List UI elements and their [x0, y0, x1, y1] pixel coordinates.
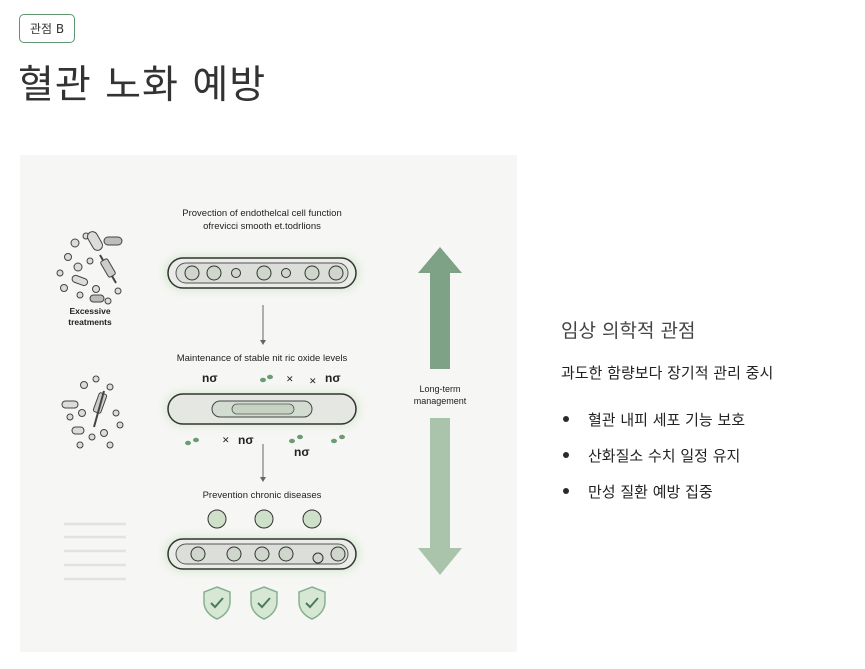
no-symbol-2: nσ — [325, 371, 341, 385]
vessel-bottom — [164, 536, 360, 572]
no-symbol-4: nσ — [294, 445, 310, 459]
motion-lines — [64, 522, 126, 581]
figure-title-line1: Provection of endothelcal cell function — [182, 208, 342, 219]
perspective-badge: 관점 B — [19, 14, 76, 43]
bullet-dot — [563, 488, 569, 494]
arrow-label-line1: Long-term — [419, 384, 460, 394]
left-label-line2: treatments — [68, 317, 112, 327]
vessel-middle — [164, 391, 360, 427]
clinical-perspective-panel: 임상 의학적 관점 과도한 함량보다 장기적 관리 중시 혈관 내피 세포 기능… — [561, 316, 851, 518]
vessel-top — [164, 255, 360, 291]
list-item-label: 혈관 내피 세포 기능 보호 — [588, 410, 746, 429]
bullet-dot — [563, 452, 569, 458]
list-item: 산화질소 수치 일정 유지 — [561, 446, 851, 465]
no-symbol-3: nσ — [238, 433, 254, 447]
figure-title-line2: ofrevicci smooth et.todrlions — [203, 221, 321, 232]
list-item: 혈관 내피 세포 기능 보호 — [561, 410, 851, 429]
svg-text:✕: ✕ — [222, 435, 230, 445]
list-item: 만성 질환 예방 집중 — [561, 482, 851, 501]
bullet-dot — [563, 416, 569, 422]
shield-icon — [250, 586, 278, 620]
mid-label: Maintenance of stable nit ric oxide leve… — [177, 353, 348, 364]
shield-icon — [298, 586, 326, 620]
vascular-illustration: Provection of endothelcal cell function … — [20, 155, 517, 652]
badge-label: 관점 B — [30, 22, 65, 36]
panel-subtitle: 과도한 함량보다 장기적 관리 중시 — [561, 364, 774, 382]
arrow-label-line2: management — [414, 396, 467, 406]
shield-icon — [203, 586, 231, 620]
cell-faces — [207, 509, 322, 529]
left-label-line1: Excessive — [69, 306, 110, 316]
illustration-svg: Provection of endothelcal cell function … — [56, 208, 467, 620]
pills-cluster-icon — [56, 231, 123, 305]
list-item-label: 산화질소 수치 일정 유지 — [588, 446, 741, 465]
pills-cluster-icon-2 — [61, 375, 124, 449]
svg-text:✕: ✕ — [309, 376, 317, 386]
bottom-label: Prevention chronic diseases — [203, 490, 322, 501]
no-symbol-1: nσ — [202, 371, 218, 385]
svg-text:✕: ✕ — [286, 374, 294, 384]
long-term-arrow — [418, 247, 462, 575]
shield-icons — [203, 586, 326, 620]
bullet-list: 혈관 내피 세포 기능 보호 산화질소 수치 일정 유지 만성 질환 예방 집중 — [561, 410, 851, 501]
list-item-label: 만성 질환 예방 집중 — [588, 482, 713, 501]
panel-heading: 임상 의학적 관점 — [561, 320, 696, 342]
page-title: 혈관 노화 예방 — [18, 63, 267, 108]
